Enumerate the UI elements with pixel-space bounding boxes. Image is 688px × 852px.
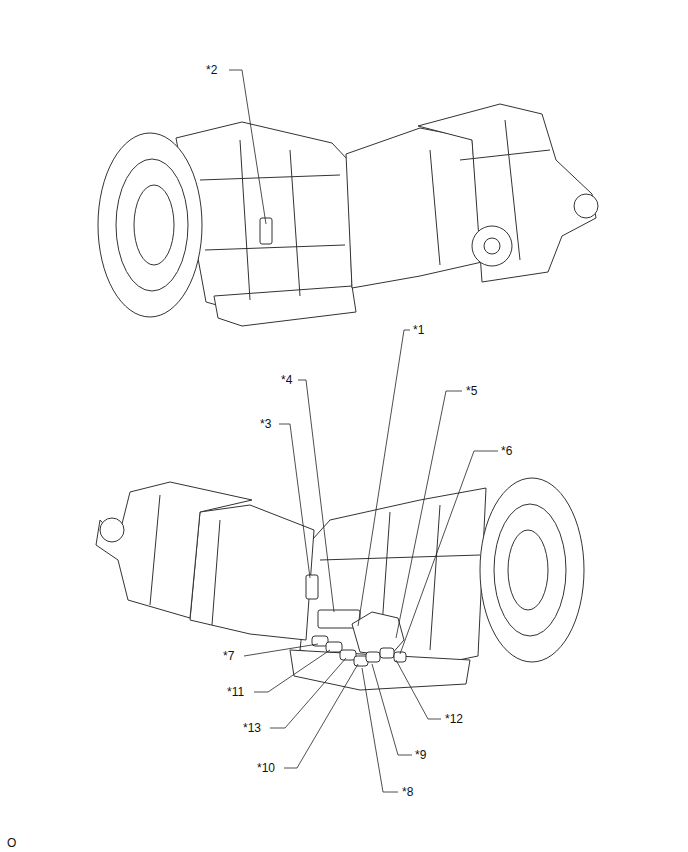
- front-flange-hub: [484, 238, 500, 254]
- leader-line: [284, 664, 358, 768]
- rear-flange: [100, 518, 124, 542]
- valve-body: [352, 612, 404, 656]
- leader-line: [229, 70, 266, 224]
- callout-number: *7: [222, 649, 235, 663]
- leader-line: [372, 664, 412, 755]
- case-ribs: [150, 495, 480, 655]
- leader-line: [362, 668, 398, 792]
- leader-line: [244, 644, 318, 656]
- callout-number: *3: [259, 417, 272, 431]
- solenoid: [366, 652, 380, 662]
- callout-number: *1: [412, 323, 425, 337]
- oil-pan: [214, 286, 356, 326]
- case-ribs: [200, 120, 550, 300]
- leader-line: [270, 658, 346, 728]
- sensor: [306, 575, 318, 599]
- extension-housing: [346, 128, 482, 288]
- leader-line: [396, 391, 462, 638]
- main-case: [176, 122, 352, 312]
- callout-number: *13: [242, 721, 262, 735]
- leader-lines: [229, 70, 498, 792]
- leader-line: [298, 380, 334, 612]
- bell-housing-inner: [494, 504, 566, 636]
- bell-housing-inner: [116, 159, 188, 291]
- callout-number: *5: [465, 384, 478, 398]
- torque-converter: [134, 185, 174, 265]
- callout-number: *10: [256, 761, 276, 775]
- callout-number: *4: [280, 373, 293, 387]
- main-case: [300, 488, 486, 668]
- leader-line: [254, 650, 330, 692]
- callout-number: *12: [444, 712, 464, 726]
- bell-housing: [98, 133, 202, 317]
- leader-line: [396, 660, 441, 719]
- callout-number: O: [6, 836, 17, 850]
- leader-line: [358, 330, 410, 626]
- leader-line: [279, 424, 310, 578]
- lower-transmission: [96, 478, 584, 690]
- callout-number: *6: [500, 444, 513, 458]
- callout-number: *11: [226, 685, 245, 699]
- upper-transmission: [98, 104, 598, 326]
- solenoid: [326, 642, 342, 652]
- torque-converter: [508, 530, 548, 610]
- front-flange: [472, 226, 512, 266]
- bell-housing: [480, 478, 584, 662]
- leader-line: [400, 451, 498, 654]
- callout-number: *9: [414, 748, 427, 762]
- solenoid: [380, 648, 394, 658]
- rear-flange: [574, 194, 598, 218]
- callout-number: *8: [401, 785, 414, 799]
- extension-housing: [190, 505, 314, 640]
- callout-number: *2: [205, 63, 218, 77]
- transfer-case: [96, 482, 252, 618]
- transfer-case: [418, 104, 596, 282]
